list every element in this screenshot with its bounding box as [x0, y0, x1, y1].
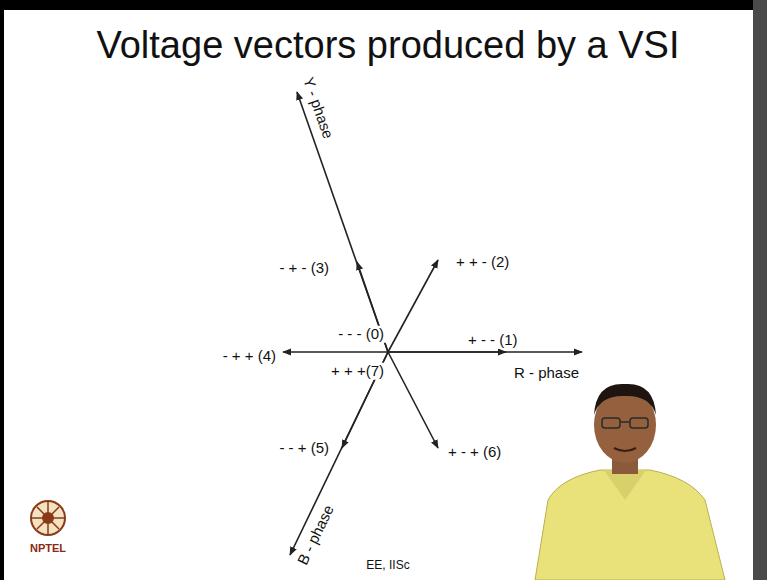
nptel-logo [31, 501, 65, 535]
voltage-vector [388, 351, 506, 353]
footer-text: EE, IISc [364, 559, 411, 572]
video-border [0, 0, 767, 10]
axis-label: R - phase [512, 365, 581, 382]
y-phase-axis [297, 92, 388, 352]
voltage-vector [388, 260, 438, 352]
vector-label: + - + (6) [446, 444, 503, 461]
vector-label: - + - (3) [277, 260, 331, 277]
vector-label: - - + (5) [277, 440, 331, 457]
vector-label: + + - (2) [454, 254, 511, 271]
vector-label: - - - (0) [336, 326, 386, 343]
vector-label: + - - (1) [466, 332, 520, 349]
video-border [0, 0, 4, 580]
voltage-vector [283, 351, 388, 353]
logo-text: NPTEL [28, 542, 68, 554]
voltage-vector [388, 352, 438, 448]
presenter-figure [535, 384, 725, 580]
vector-label: - + + (4) [221, 348, 278, 365]
axis-label: Y - phase [299, 73, 337, 143]
slide-title: Voltage vectors produced by a VSI [96, 25, 679, 67]
video-border [753, 0, 767, 580]
vector-label: + + +(7) [329, 363, 386, 380]
r-phase-axis [388, 351, 582, 353]
